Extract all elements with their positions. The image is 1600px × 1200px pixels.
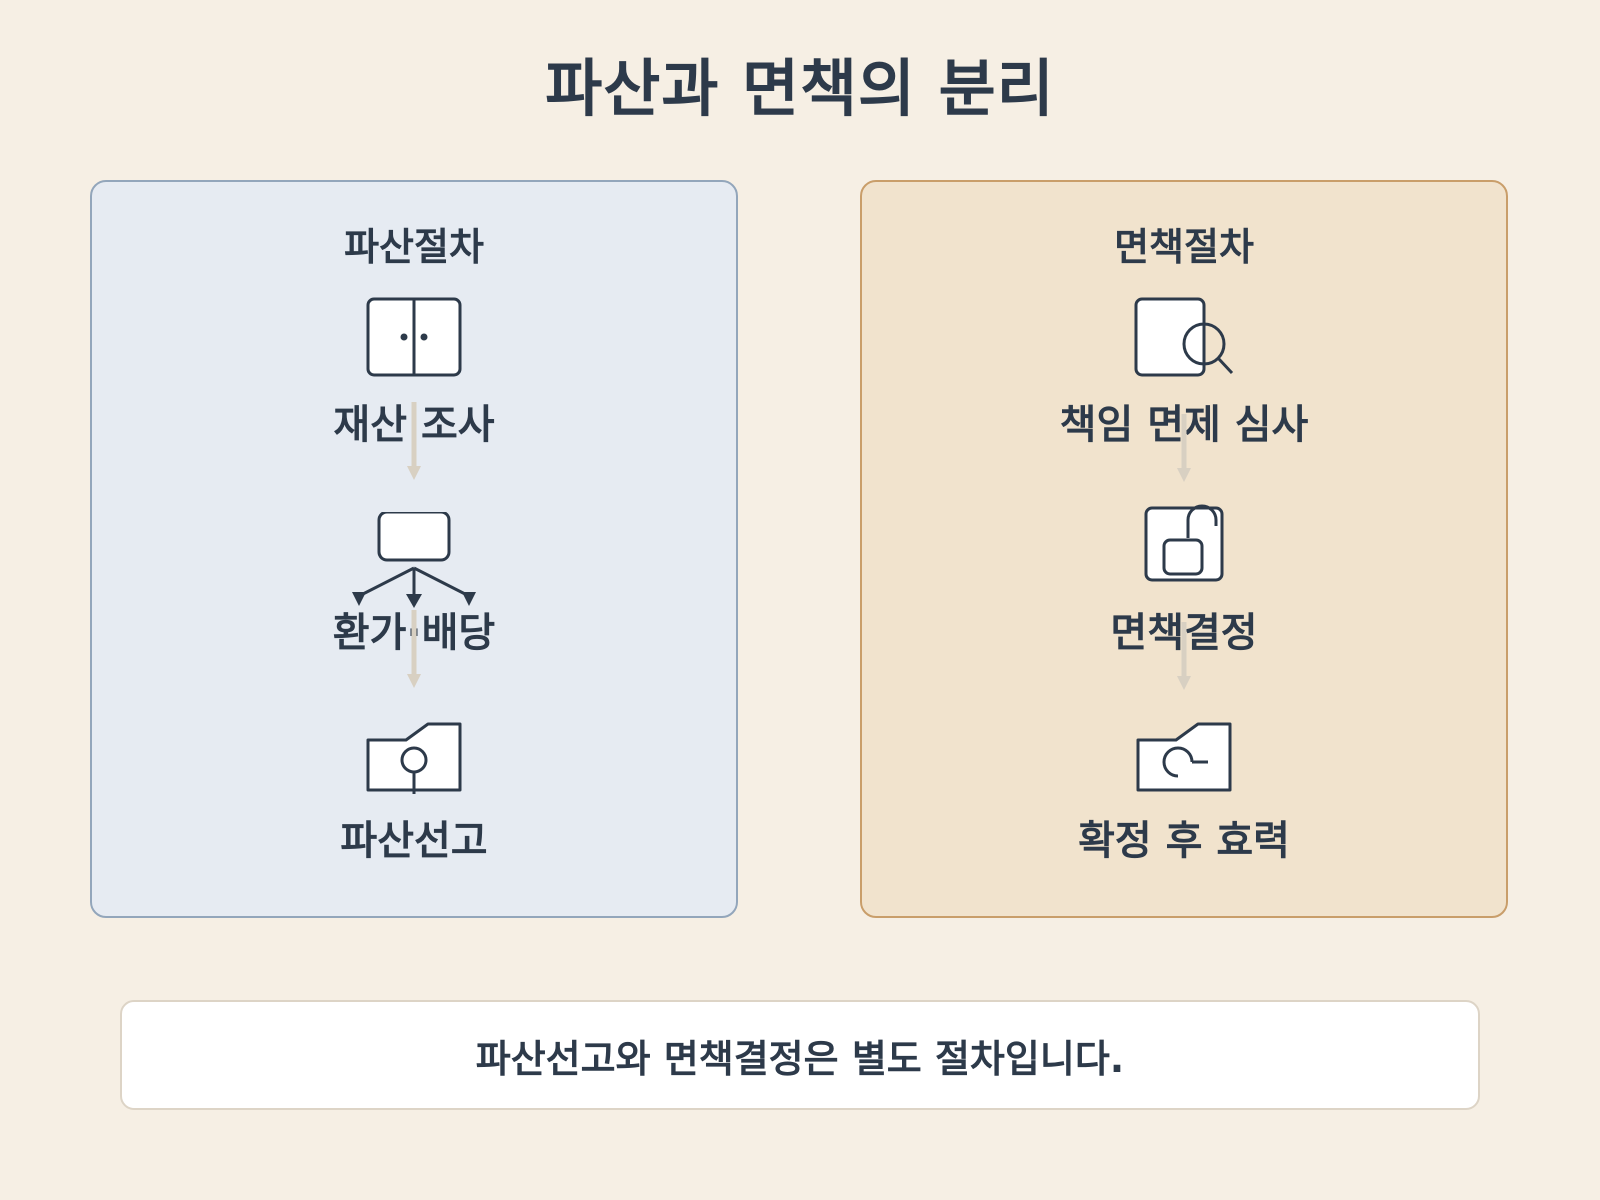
- flow-arrow-down: [407, 402, 421, 480]
- declaration-folder-icon: [366, 722, 462, 794]
- flow-arrow-down: [407, 610, 421, 688]
- page-title: 파산과 면책의 분리: [545, 52, 1055, 125]
- flow-arrow-down: [1177, 622, 1191, 690]
- step-effect-after-confirmation: 확정 후 효력: [1078, 818, 1290, 864]
- distribution-icon: [352, 512, 476, 608]
- discharge-heading: 면책절차: [1114, 225, 1254, 269]
- bankruptcy-heading: 파산절차: [344, 225, 484, 269]
- unlock-icon: [1144, 504, 1224, 582]
- step-bankruptcy-declaration: 파산선고: [340, 818, 488, 864]
- document-search-icon: [1134, 297, 1234, 377]
- effect-folder-icon: [1136, 722, 1232, 792]
- footer-note: 파산선고와 면책결정은 별도 절차입니다.: [120, 1000, 1480, 1110]
- cabinet-icon: [366, 297, 462, 377]
- flow-arrow-down: [1177, 414, 1191, 482]
- discharge-panel: 면책절차 책임 면제 심사 면책결정 확정 후 효력: [860, 180, 1508, 918]
- bankruptcy-panel: 파산절차 재산 조사 환가·배당 파산선고: [90, 180, 738, 918]
